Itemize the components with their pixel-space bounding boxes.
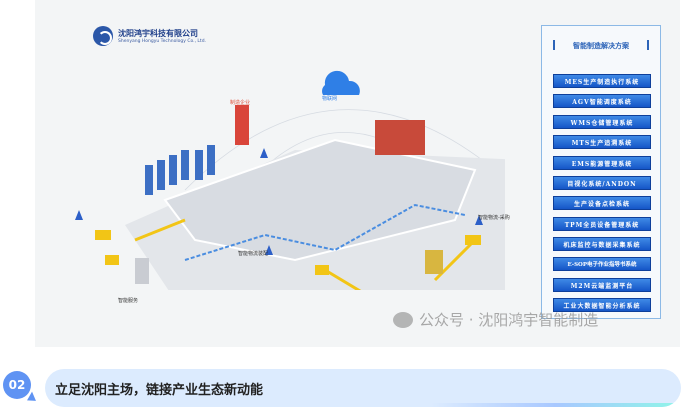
title-bar-left bbox=[553, 40, 555, 50]
enterprise-building bbox=[235, 105, 249, 145]
solution-item[interactable]: 工业大数据智能分析系统 bbox=[553, 298, 651, 312]
solution-item[interactable]: MES生产制造执行系统 bbox=[553, 74, 651, 88]
antenna-icons bbox=[75, 148, 483, 255]
factory-diagram bbox=[75, 70, 505, 290]
solution-item[interactable]: EMS能源管理系统 bbox=[553, 156, 651, 170]
solution-item[interactable]: M2M云端监测平台 bbox=[553, 278, 651, 292]
solution-item[interactable]: 机床监控与数据采集系统 bbox=[553, 237, 651, 251]
watermark: 公众号 · 沈阳鸿宇智能制造 bbox=[393, 309, 598, 330]
banner-gradient-bar bbox=[431, 403, 681, 407]
logo-icon bbox=[93, 26, 113, 46]
company-name-cn: 沈阳鸿宇科技有限公司 bbox=[118, 29, 198, 38]
label-service: 智能服务 bbox=[118, 298, 139, 304]
company-name-en: Shenyang Hongyu Technology Co., Ltd. bbox=[118, 39, 206, 44]
cloud-icon bbox=[322, 70, 360, 95]
warehouse-racks bbox=[145, 145, 215, 195]
network-route bbox=[184, 203, 466, 261]
company-logo: 沈阳鸿宇科技有限公司 Shenyang Hongyu Technology Co… bbox=[93, 26, 206, 46]
wechat-icon bbox=[393, 311, 413, 328]
solution-item[interactable]: MTS生产追溯系统 bbox=[553, 135, 651, 149]
factory-floor bbox=[163, 138, 477, 262]
supplier-building bbox=[425, 250, 443, 274]
solution-item[interactable]: TPM全员设备管理系统 bbox=[553, 217, 651, 231]
solution-item[interactable]: 生产设备点检系统 bbox=[553, 196, 651, 210]
agv-vehicles bbox=[95, 230, 481, 275]
section-title: 立足沈阳主场，链接产业生态新动能 bbox=[55, 383, 264, 398]
label-logistics-purchase: 智能物流-采购 bbox=[478, 215, 510, 221]
storage-racks bbox=[375, 120, 425, 155]
title-bar-right bbox=[647, 40, 649, 50]
solution-item[interactable]: AGV智能调度系统 bbox=[553, 94, 651, 108]
solutions-title: 智能制造解决方案 bbox=[573, 42, 629, 50]
watermark-text: 公众号 · 沈阳鸿宇智能制造 bbox=[419, 311, 599, 329]
label-cloud: 物联网 bbox=[322, 96, 338, 102]
service-building bbox=[135, 258, 149, 284]
solution-item[interactable]: WMS仓储管理系统 bbox=[553, 115, 651, 129]
solution-item[interactable]: 目视化系统/ANDON bbox=[553, 176, 651, 190]
solution-item[interactable]: E-SOP电子作业指导书系统 bbox=[553, 257, 651, 271]
solutions-panel: 智能制造解决方案 MES生产制造执行系统 AGV智能调度系统 WMS仓储管理系统… bbox=[541, 25, 661, 319]
label-logistics-assembly: 智能物流装配 bbox=[238, 251, 269, 257]
label-enterprise: 制造企业 bbox=[230, 100, 251, 106]
section-banner: 立足沈阳主场，链接产业生态新动能 bbox=[45, 369, 681, 407]
section-number-badge: 02 bbox=[3, 371, 31, 399]
